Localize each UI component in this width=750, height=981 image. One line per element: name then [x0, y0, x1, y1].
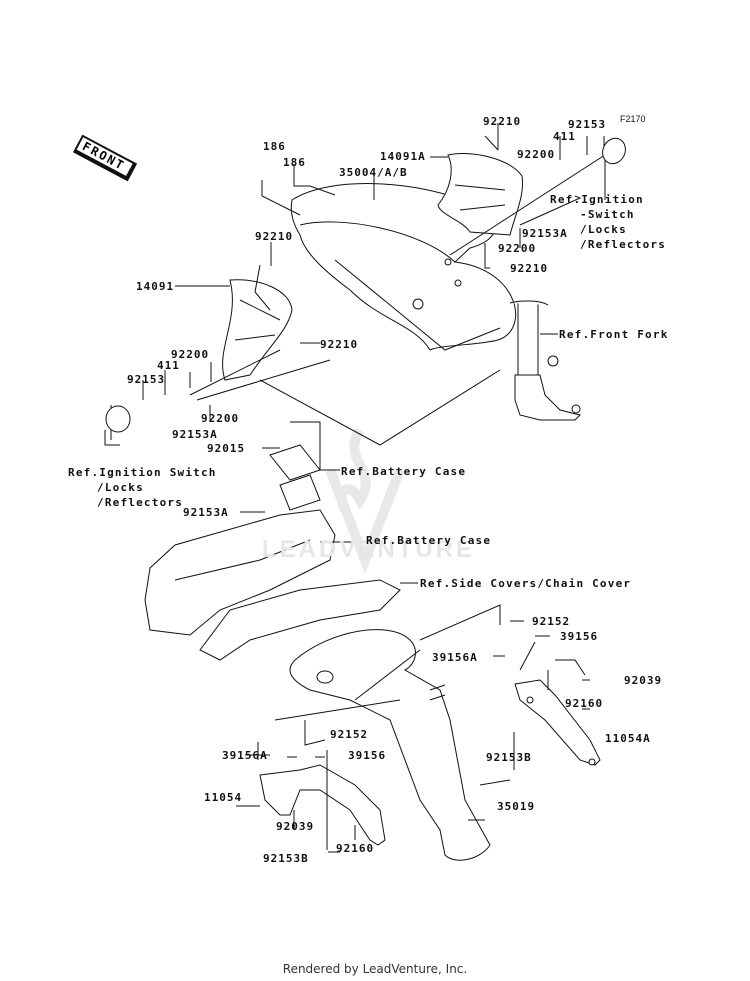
part-label[interactable]: 186 [263, 140, 286, 153]
part-label[interactable]: 411 [553, 130, 576, 143]
part-label[interactable]: 92200 [517, 148, 556, 161]
rear-tray [144, 509, 401, 661]
ref-side-covers[interactable]: Ref.Side Covers/Chain Cover [420, 577, 632, 590]
part-label[interactable]: 11054A [605, 732, 651, 745]
battery-bracket [269, 444, 321, 511]
part-label[interactable]: 411 [157, 359, 180, 372]
part-label[interactable]: 92210 [255, 230, 294, 243]
part-label[interactable]: 11054 [204, 791, 243, 804]
part-label[interactable]: 39156A [222, 749, 268, 762]
part-label[interactable]: 92153A [522, 227, 568, 240]
part-label[interactable]: 92039 [624, 674, 663, 687]
ignition-cap-left [105, 405, 131, 433]
ref-ignition-right-line4: /Reflectors [580, 238, 667, 251]
part-label[interactable]: 39156A [432, 651, 478, 664]
part-label[interactable]: 92200 [201, 412, 240, 425]
ref-ignition-left-line2: /Locks [97, 481, 144, 494]
part-label[interactable]: 92152 [330, 728, 369, 741]
fork-cover-left [222, 279, 293, 381]
part-label[interactable]: 92200 [171, 348, 210, 361]
part-label[interactable]: 92160 [336, 842, 375, 855]
part-label[interactable]: 39156 [560, 630, 599, 643]
footpeg-bracket-left [259, 764, 386, 846]
part-label[interactable]: 92210 [320, 338, 359, 351]
part-label[interactable]: 92153A [183, 506, 229, 519]
part-label[interactable]: 92210 [510, 262, 549, 275]
part-label[interactable]: 186 [283, 156, 306, 169]
footer-credit: Rendered by LeadVenture, Inc. [282, 962, 468, 976]
part-label[interactable]: 35004/A/B [339, 166, 408, 179]
part-label[interactable]: 92210 [483, 115, 522, 128]
ignition-cap-right [602, 137, 626, 165]
part-label[interactable]: 92153 [568, 118, 607, 131]
front-fender [290, 183, 517, 351]
fork-cover-right [437, 153, 524, 236]
part-label[interactable]: 92153A [172, 428, 218, 441]
front-fork [509, 300, 581, 421]
part-label[interactable]: 92160 [565, 697, 604, 710]
figure-code: F2170 [620, 114, 646, 124]
part-label[interactable]: 39156 [348, 749, 387, 762]
part-label[interactable]: 92153B [263, 852, 309, 865]
ref-battery-case-1[interactable]: Ref.Battery Case [341, 465, 467, 478]
part-label[interactable]: 92153 [127, 373, 166, 386]
ref-ignition-right-line3: /Locks [580, 223, 627, 236]
part-label[interactable]: 92015 [207, 442, 246, 455]
part-label[interactable]: 14091A [380, 150, 426, 163]
rear-fender [289, 629, 491, 861]
part-label[interactable]: 92039 [276, 820, 315, 833]
part-label[interactable]: 92152 [532, 615, 571, 628]
part-label[interactable]: 92200 [498, 242, 537, 255]
ref-ignition-right-line1[interactable]: Ref.Ignition [550, 193, 644, 206]
part-label[interactable]: 14091 [136, 280, 175, 293]
part-label[interactable]: 92153B [486, 751, 532, 764]
ref-ignition-right-line2: -Switch [580, 208, 635, 221]
watermark-text: LEADVENTURE [262, 536, 476, 563]
ref-front-fork[interactable]: Ref.Front Fork [559, 328, 669, 341]
watermark-logo [325, 427, 405, 574]
ref-battery-case-2[interactable]: Ref.Battery Case [366, 534, 492, 547]
ref-ignition-left-line3: /Reflectors [97, 496, 184, 509]
ref-ignition-left-line1[interactable]: Ref.Ignition Switch [68, 466, 217, 479]
part-label[interactable]: 35019 [497, 800, 536, 813]
